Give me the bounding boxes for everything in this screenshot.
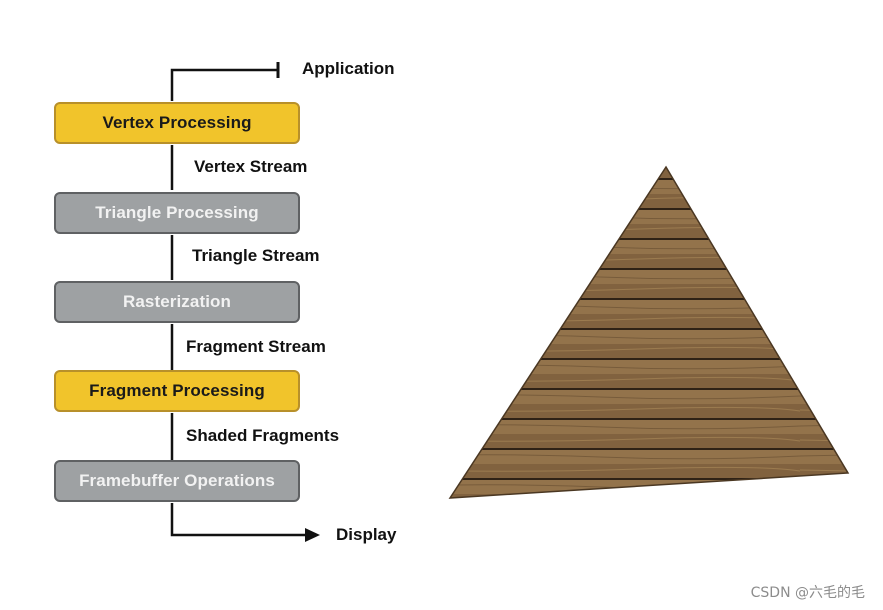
watermark-text: CSDN @六毛的毛 bbox=[750, 585, 865, 601]
stream-label-vertex: Vertex Stream bbox=[194, 157, 308, 176]
stage-fragment-processing: Fragment Processing bbox=[54, 370, 300, 412]
stream-label-fragment: Fragment Stream bbox=[186, 337, 326, 356]
output-connector bbox=[170, 503, 310, 537]
stage-rasterization: Rasterization bbox=[54, 281, 300, 323]
stream-label-shaded: Shaded Fragments bbox=[186, 426, 340, 445]
stage-framebuffer-operations: Framebuffer Operations bbox=[54, 460, 300, 502]
application-label: Application bbox=[302, 59, 395, 78]
stage-triangle-processing: Triangle Processing bbox=[54, 192, 300, 234]
output-arrowhead bbox=[305, 528, 320, 542]
wooden-pyramid-image bbox=[448, 165, 850, 499]
display-label: Display bbox=[336, 525, 397, 544]
stream-label-triangle: Triangle Stream bbox=[192, 246, 320, 265]
input-connector bbox=[170, 68, 278, 101]
stage-vertex-processing: Vertex Processing bbox=[54, 102, 300, 144]
